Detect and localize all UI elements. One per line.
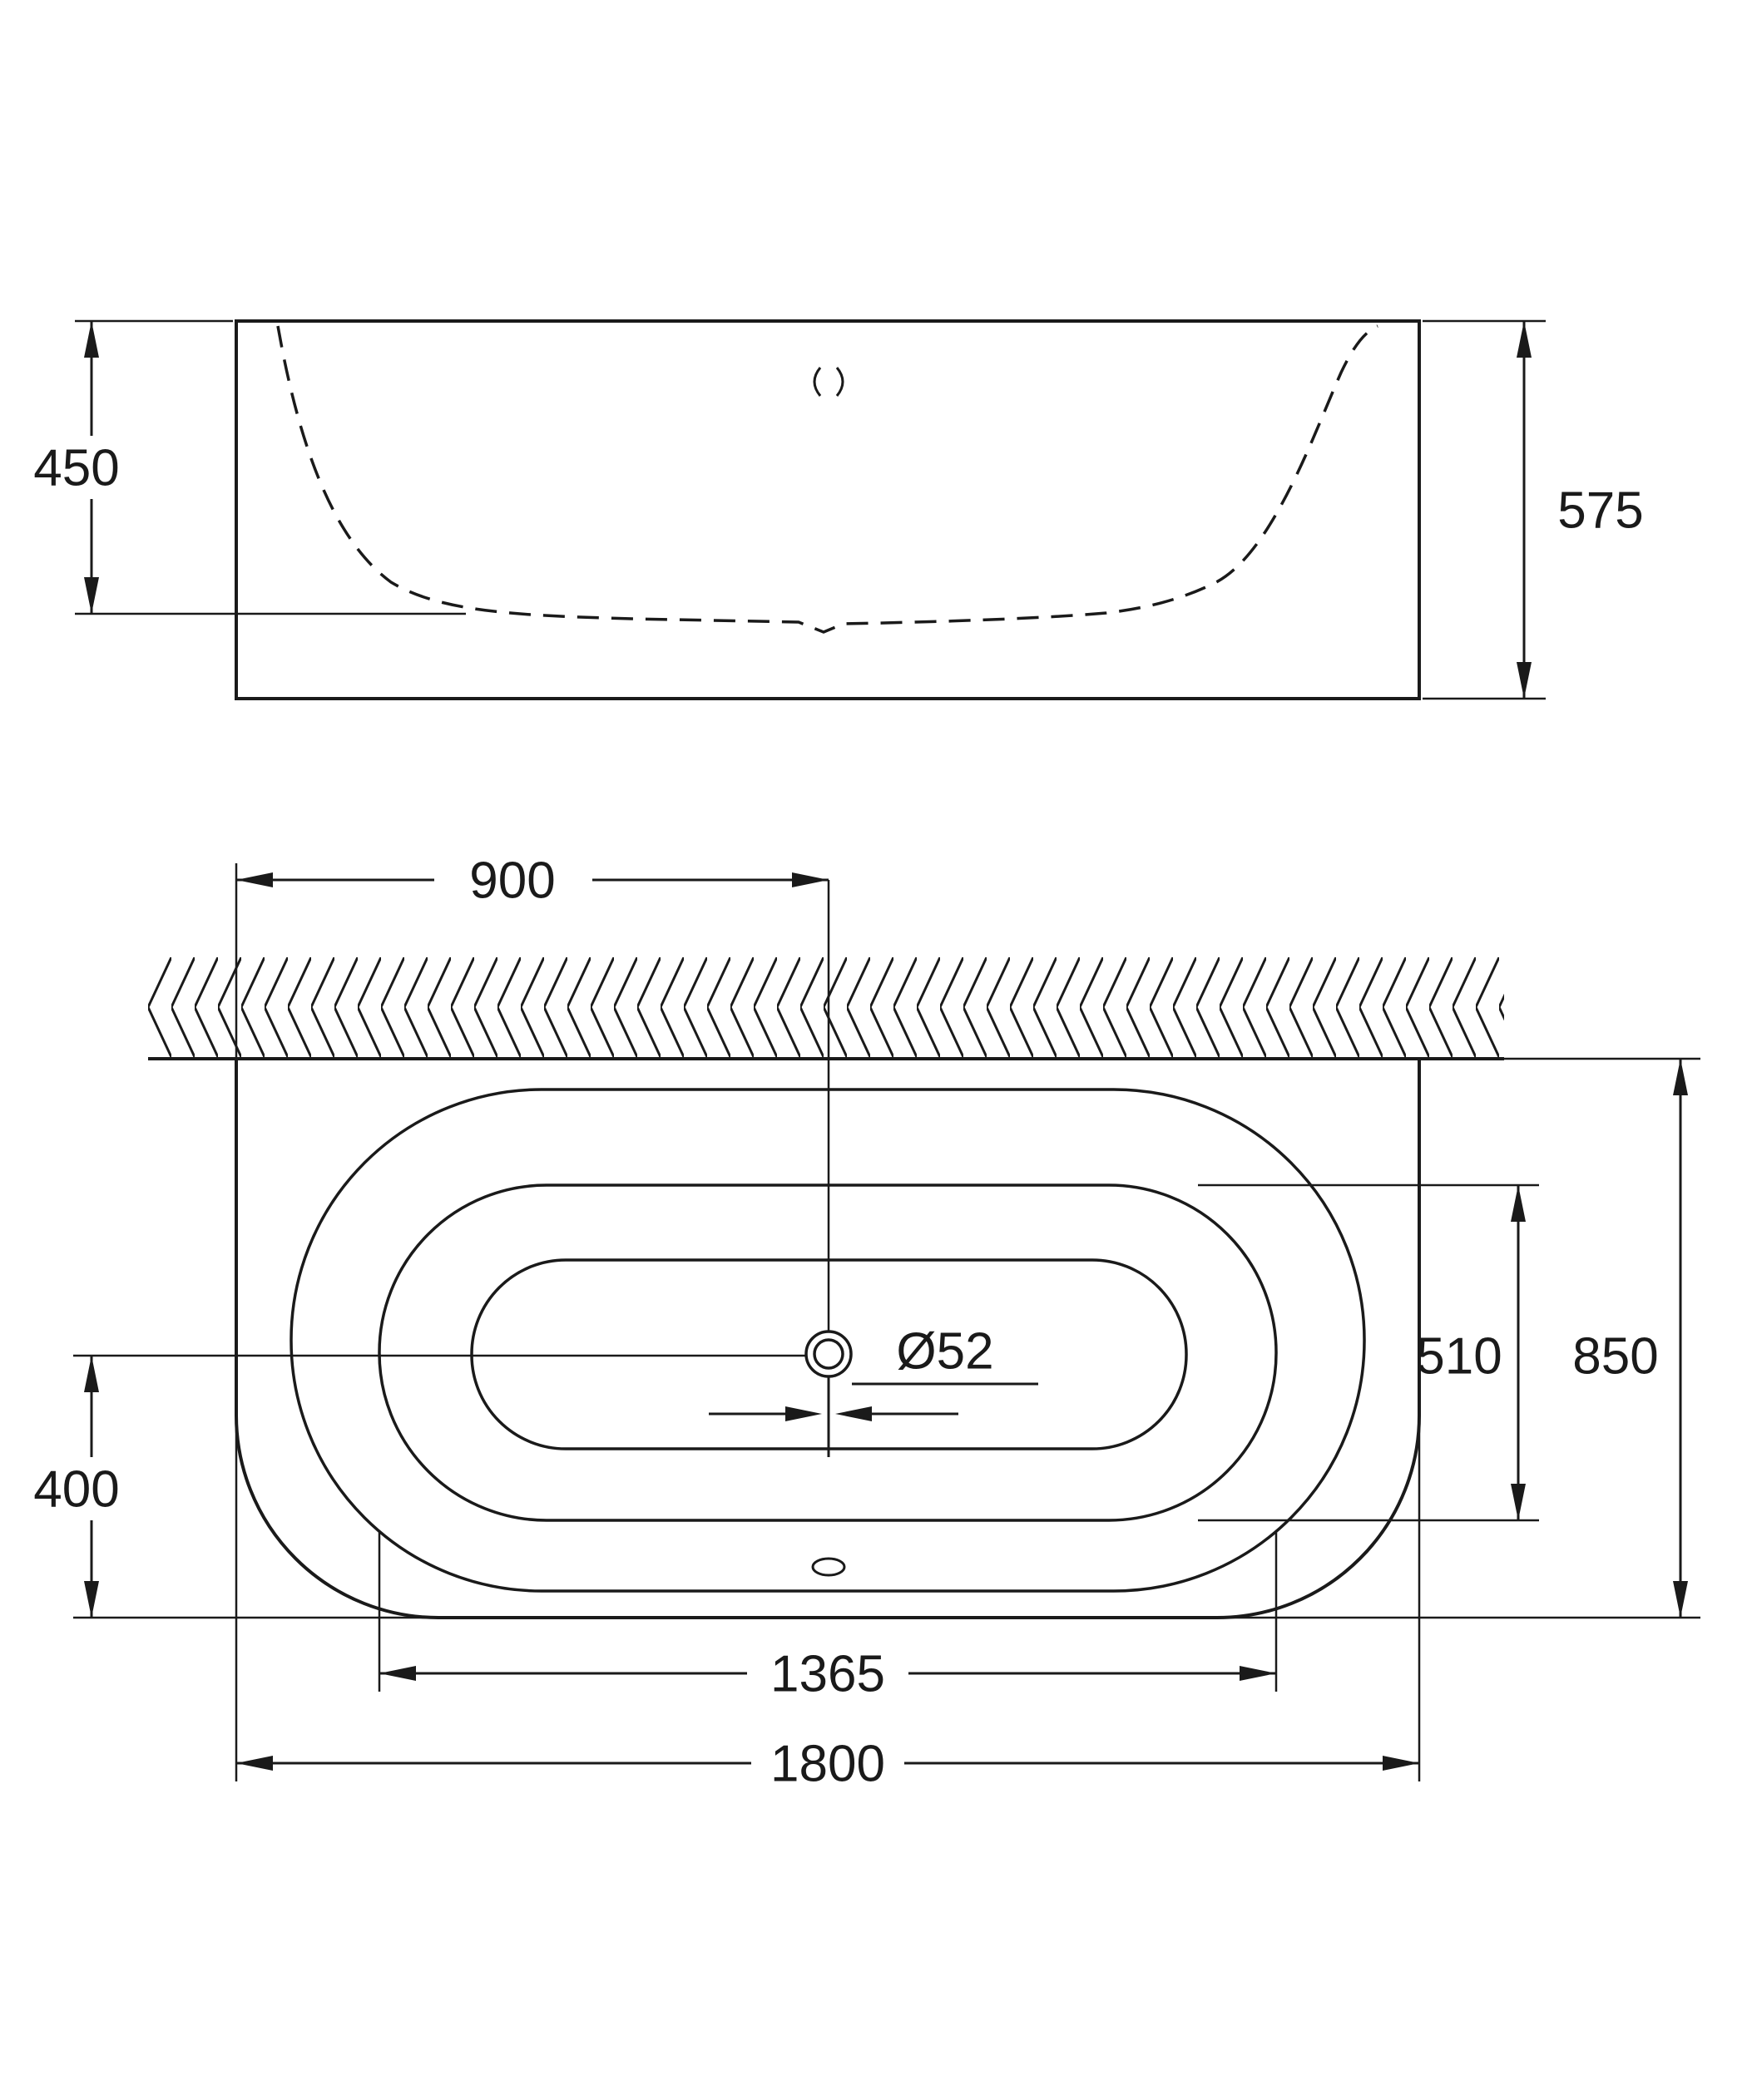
dim-900-arrow-left (236, 872, 273, 887)
tub-panel-outline (235, 1059, 1421, 1619)
dim-510: 510 (1198, 1183, 1539, 1522)
dim-850-arrow-down (1673, 1581, 1688, 1618)
overflow-arc-right (835, 367, 844, 397)
dim-1365-arrow-left (379, 1666, 416, 1681)
drain-outer-circle (804, 1330, 853, 1378)
dim-510-label: 510 (1416, 1328, 1502, 1386)
overflow-hole (811, 1557, 846, 1577)
dim-400-label: 400 (33, 1461, 119, 1519)
dim-drain-arrow-left (785, 1406, 822, 1421)
drain (804, 1330, 853, 1457)
dim-400: 400 (33, 1354, 805, 1619)
dim-400-arrow-up (84, 1356, 99, 1392)
dim-510-arrow-up (1511, 1185, 1526, 1222)
drain-inner-circle (813, 1338, 844, 1370)
dim-575-arrow-down (1517, 662, 1532, 699)
dim-1800-label: 1800 (770, 1736, 885, 1793)
front-elevation-view: 450 575 (33, 319, 1644, 700)
dim-drain-label: Ø52 (896, 1323, 993, 1381)
overflow-icon (813, 367, 844, 397)
dim-450-arrow-up (84, 321, 99, 358)
dim-575-label: 575 (1557, 482, 1643, 540)
dim-450-arrow-down (84, 577, 99, 614)
dim-900: 900 (235, 852, 829, 1059)
dim-850: 850 (1227, 1057, 1700, 1619)
plan-view: 900 850 510 400 (33, 852, 1700, 1793)
dim-1800-arrow-left (236, 1756, 273, 1771)
dim-1800: 1800 (235, 1426, 1421, 1793)
wall-hatch (148, 957, 1504, 1057)
dim-575: 575 (1423, 319, 1644, 700)
dim-510-arrow-down (1511, 1484, 1526, 1520)
dim-850-arrow-up (1673, 1059, 1688, 1095)
overflow-arc-left (813, 367, 822, 397)
dim-drain-arrow-right (835, 1406, 872, 1421)
dim-900-label: 900 (469, 852, 555, 910)
dim-850-label: 850 (1572, 1328, 1658, 1386)
dim-900-arrow-right (792, 872, 829, 887)
dim-450-label: 450 (33, 440, 119, 497)
dim-450: 450 (33, 319, 466, 615)
dim-400-arrow-down (84, 1581, 99, 1618)
dim-1365-arrow-right (1240, 1666, 1276, 1681)
tub-basin-profile-dashed (276, 324, 1378, 634)
dim-575-arrow-up (1517, 321, 1532, 358)
dim-1365: 1365 (378, 1530, 1278, 1703)
dim-drain-diameter: Ø52 (709, 1323, 1038, 1421)
dim-1365-label: 1365 (770, 1646, 885, 1703)
dim-1800-arrow-right (1383, 1756, 1419, 1771)
tub-front-outline (235, 319, 1421, 700)
